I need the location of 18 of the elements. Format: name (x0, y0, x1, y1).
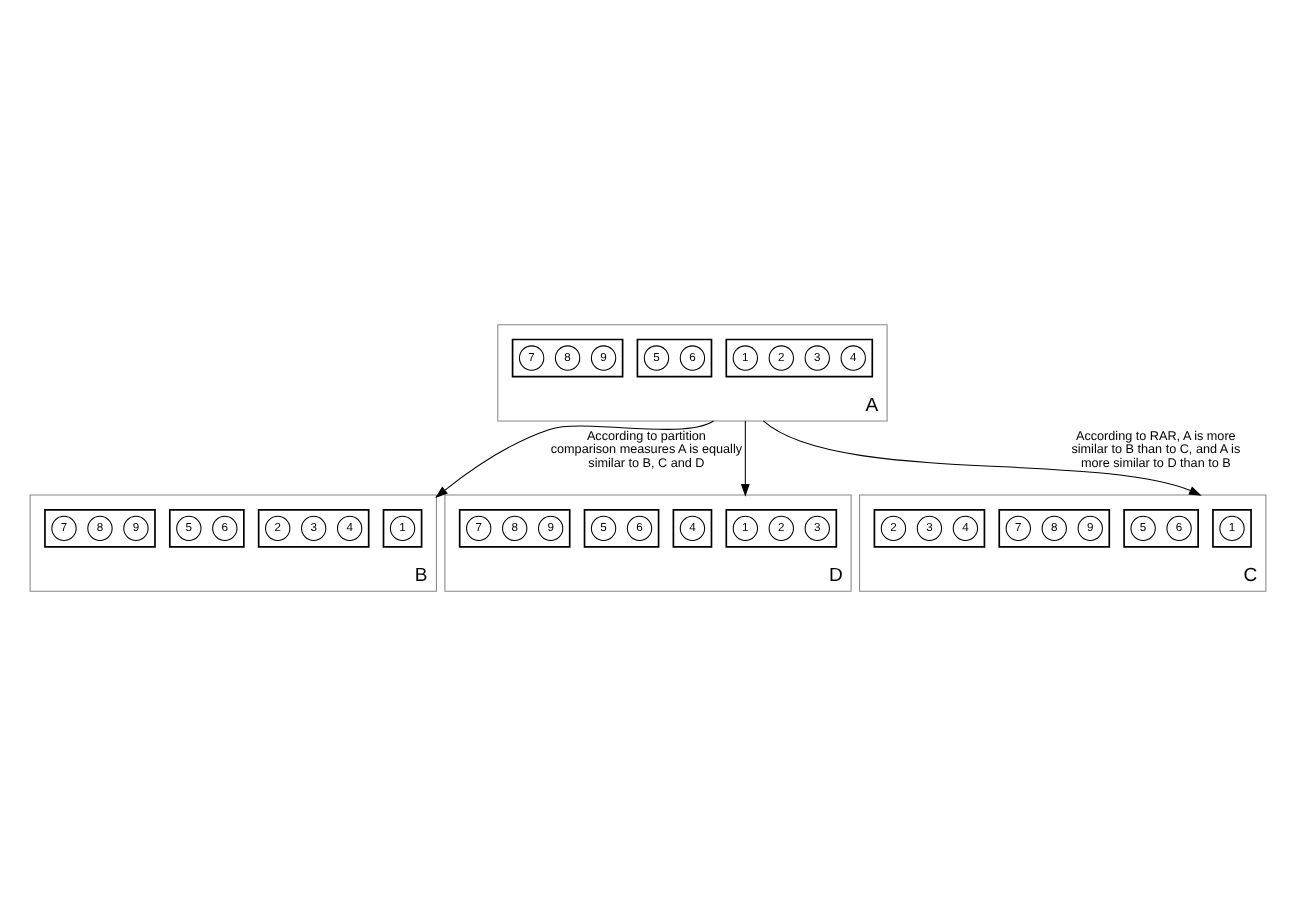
cluster (725, 508, 838, 547)
cluster (382, 508, 423, 547)
arrow (762, 419, 1202, 495)
cluster (873, 508, 986, 547)
cluster (583, 508, 660, 547)
arrow (435, 419, 715, 497)
cluster (998, 508, 1111, 547)
cluster (44, 508, 156, 547)
cluster (672, 508, 713, 547)
cluster (168, 508, 245, 547)
cluster (511, 337, 624, 377)
cluster (458, 508, 571, 547)
cluster (257, 508, 370, 547)
cluster (725, 337, 874, 377)
cluster (1123, 508, 1199, 547)
cluster (1212, 508, 1252, 547)
arrow (740, 419, 750, 496)
cluster (636, 337, 713, 377)
